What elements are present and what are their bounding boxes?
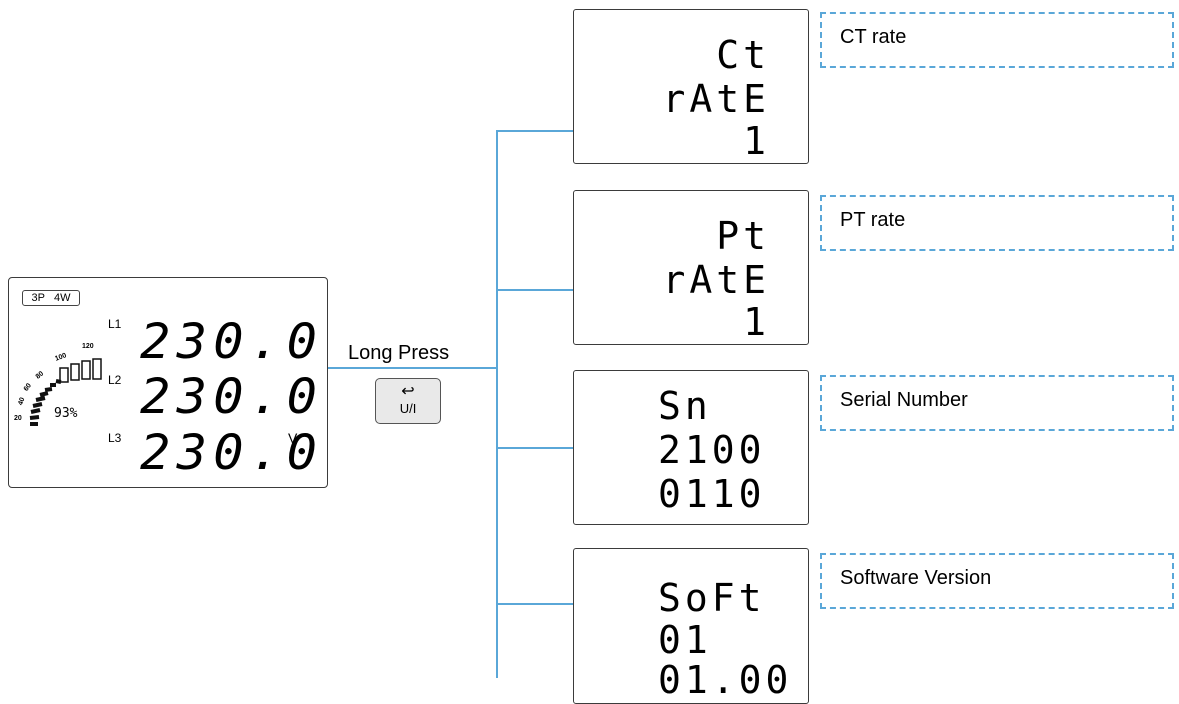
screen-4-line-3: 01.00 bbox=[658, 658, 793, 702]
ui-button-label: U/I bbox=[399, 401, 417, 416]
long-press-label: Long Press bbox=[348, 342, 450, 364]
screen-ct-rate: Ct rAtE 1 bbox=[573, 9, 809, 164]
screen-software-version: SoFt 01 01.00 bbox=[573, 548, 809, 704]
line-label-l3: L3 bbox=[108, 431, 122, 445]
callout-ct-rate: CT rate bbox=[820, 12, 1174, 68]
mode-phase: 3P bbox=[31, 292, 45, 304]
callout-pt-rate-text: PT rate bbox=[840, 209, 906, 231]
connector-branch-3 bbox=[496, 447, 574, 449]
line-label-l2: L2 bbox=[108, 373, 122, 387]
screen-serial-number: Sn 2100 0110 bbox=[573, 370, 809, 525]
callout-ct-rate-text: CT rate bbox=[840, 26, 907, 48]
screen-3-line-3: 0110 bbox=[658, 472, 766, 516]
gauge-percent: 93% bbox=[54, 406, 78, 421]
line-value-l1: 230.0 bbox=[140, 314, 324, 370]
screen-pt-rate: Pt rAtE 1 bbox=[573, 190, 809, 345]
callout-serial-number: Serial Number bbox=[820, 375, 1174, 431]
gauge-bars bbox=[29, 358, 102, 426]
screen-3-line-1: Sn bbox=[658, 384, 712, 428]
line-value-l2: 230.0 bbox=[140, 369, 324, 425]
gauge-tick-120: 120 bbox=[82, 343, 94, 350]
connector-branch-2 bbox=[496, 289, 574, 291]
unit-label: V bbox=[288, 430, 298, 446]
mode-wire: 4W bbox=[53, 292, 71, 304]
ui-button[interactable]: ↩ U/I bbox=[375, 378, 441, 424]
screen-2-line-3: 1 bbox=[743, 300, 770, 344]
screen-1-line-2: rAtE bbox=[662, 77, 770, 121]
screen-3-line-2: 2100 bbox=[658, 428, 766, 472]
screen-4-line-1: SoFt bbox=[658, 576, 766, 620]
callout-serial-number-text: Serial Number bbox=[840, 389, 968, 411]
screen-1-line-3: 1 bbox=[743, 119, 770, 163]
return-arrow-icon: ↩ bbox=[401, 383, 415, 400]
connector-branch-1 bbox=[496, 130, 574, 132]
screen-4-line-2: 01 bbox=[658, 618, 712, 662]
connector-branch-4 bbox=[496, 603, 574, 605]
line-label-l1: L1 bbox=[108, 317, 122, 331]
screen-1-line-1: Ct bbox=[716, 33, 770, 77]
connector-trunk bbox=[496, 130, 498, 678]
line-value-l3: 230.0 bbox=[140, 425, 324, 481]
mode-badge: 3P 4W bbox=[22, 290, 80, 306]
gauge-tick-20: 20 bbox=[14, 415, 22, 422]
screen-2-line-1: Pt bbox=[716, 214, 770, 258]
connector-horizontal bbox=[328, 367, 498, 369]
load-gauge bbox=[29, 358, 102, 426]
callout-pt-rate: PT rate bbox=[820, 195, 1174, 251]
screen-2-line-2: rAtE bbox=[662, 258, 770, 302]
callout-software-version-text: Software Version bbox=[840, 567, 992, 589]
callout-software-version: Software Version bbox=[820, 553, 1174, 609]
